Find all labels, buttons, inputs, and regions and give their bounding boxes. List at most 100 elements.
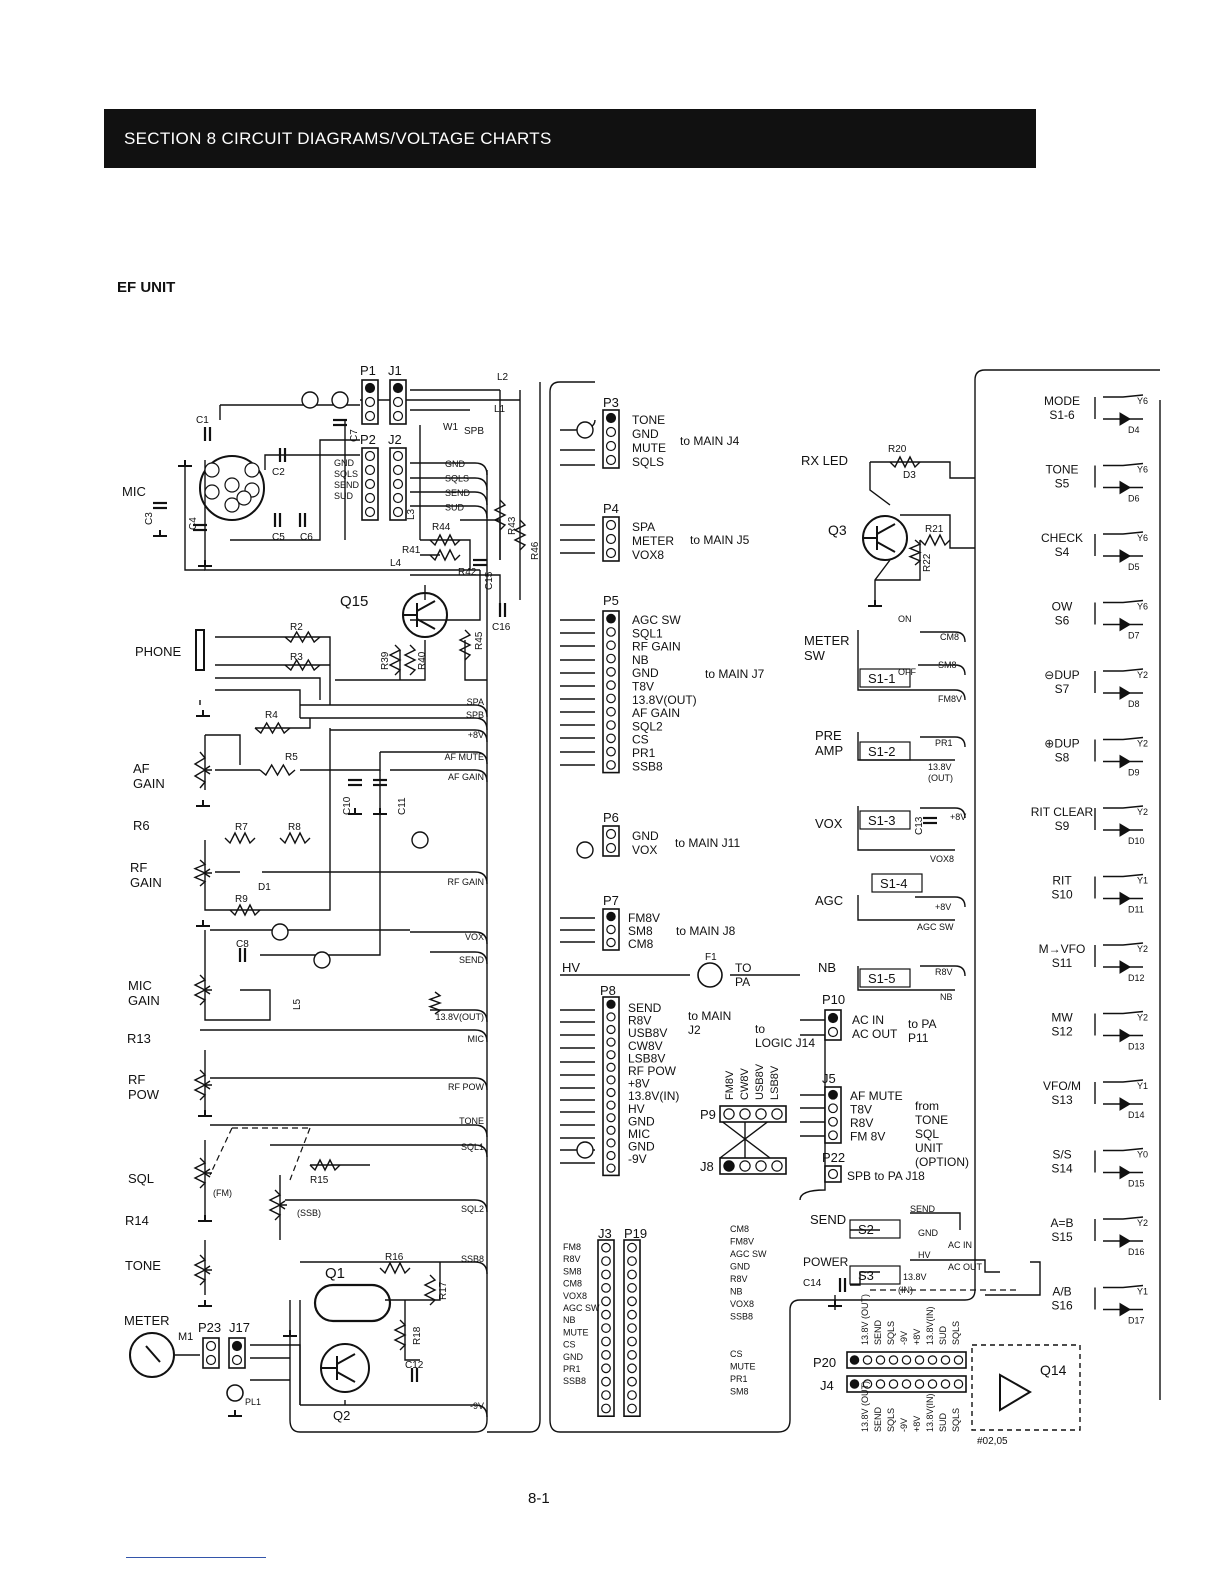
connector-pin bbox=[901, 1355, 912, 1365]
panel-switch-ref: S9 bbox=[1055, 819, 1070, 833]
diode-symbol bbox=[1119, 617, 1131, 632]
ref-c1: C1 bbox=[196, 415, 209, 426]
rf-pow-label: POW bbox=[128, 1087, 160, 1102]
diode-symbol bbox=[1119, 754, 1131, 769]
p5-pin-label: 13.8V(OUT) bbox=[632, 693, 697, 707]
j2-pin-label: SQLS bbox=[445, 474, 469, 484]
connector-pin bbox=[771, 1160, 783, 1172]
resistor-symbol bbox=[429, 533, 461, 547]
panel-switch-ref: S5 bbox=[1055, 477, 1070, 491]
switch-pin-label: CM8 bbox=[940, 632, 959, 642]
p6-pin-label: VOX bbox=[632, 843, 657, 857]
switch-pin-label: +8V bbox=[935, 902, 951, 912]
panel-switch-diode: D15 bbox=[1128, 1179, 1145, 1189]
connector-pin bbox=[849, 1355, 860, 1365]
ref-l5: L5 bbox=[292, 998, 303, 1010]
ref-c4: C4 bbox=[188, 517, 199, 530]
rf-gain-label: RF bbox=[130, 860, 147, 875]
mic-jack bbox=[199, 455, 265, 521]
diode-symbol bbox=[1119, 686, 1131, 700]
p5-pin-label: NB bbox=[632, 653, 649, 667]
switch-pin-label: NB bbox=[940, 992, 953, 1002]
resistor-symbol bbox=[423, 1274, 437, 1306]
resistor-symbol bbox=[908, 539, 922, 566]
panel-switch-name: S/S bbox=[1052, 1148, 1071, 1162]
connector-pin bbox=[601, 1336, 611, 1347]
connector-label: J2 bbox=[388, 432, 402, 447]
p4-pin-label: METER bbox=[632, 534, 674, 548]
r6-label: R6 bbox=[133, 818, 150, 833]
rf-gain-label: GAIN bbox=[130, 875, 162, 890]
panel-switch-symbol bbox=[1094, 942, 1144, 968]
switch-pin-label: GND bbox=[918, 1228, 939, 1238]
j5-pin-label: R8V bbox=[850, 1116, 873, 1130]
to-main-j5-label: to MAIN J5 bbox=[690, 533, 750, 547]
j4-pin-label: SQLS bbox=[886, 1408, 896, 1432]
bus-label: VOX bbox=[465, 932, 484, 942]
connector-pin bbox=[606, 1024, 616, 1035]
connector-pin bbox=[875, 1379, 886, 1389]
ground-symbol bbox=[196, 800, 210, 807]
resistor-symbol bbox=[193, 1254, 207, 1286]
j5-pin-label: FM 8V bbox=[850, 1130, 885, 1144]
resistor-symbol bbox=[193, 1069, 207, 1101]
connector-pin bbox=[605, 440, 617, 452]
p7-pin-label: CM8 bbox=[628, 937, 654, 951]
ground-symbol bbox=[348, 808, 362, 815]
connector-pin bbox=[755, 1108, 767, 1120]
panel-switch-line: Y6 bbox=[1137, 396, 1148, 406]
panel-switch-name: RIT bbox=[1052, 874, 1072, 888]
panel-switch-ref: S6 bbox=[1055, 614, 1070, 628]
ref-r17: R17 bbox=[438, 1281, 449, 1300]
connector-pin bbox=[606, 1037, 616, 1047]
j13-pin-label: PR1 bbox=[730, 1374, 748, 1384]
panel-switch-line: Y6 bbox=[1137, 465, 1148, 475]
spb-to-pa-label: SPB to PA J18 bbox=[847, 1169, 925, 1183]
connector-pin bbox=[605, 519, 617, 531]
p8-pin-label: +8V bbox=[628, 1077, 650, 1091]
p8-pin-label: RF POW bbox=[628, 1064, 677, 1078]
connector-pin bbox=[606, 1125, 616, 1135]
resistor-symbol bbox=[268, 1189, 282, 1221]
p10-pin-label: AC IN bbox=[852, 1013, 884, 1027]
test-point bbox=[313, 951, 331, 969]
ref-c12: C12 bbox=[405, 1360, 424, 1371]
fuse-f1 bbox=[697, 962, 723, 988]
connector-pin bbox=[606, 1113, 616, 1123]
p3-pin-label: SQLS bbox=[632, 455, 664, 469]
ref-c11: C11 bbox=[397, 797, 408, 815]
connector-pin bbox=[601, 1269, 611, 1280]
connector-pin bbox=[828, 1089, 838, 1100]
ground-symbol bbox=[198, 1110, 212, 1117]
connector-p5: P5 bbox=[602, 593, 620, 774]
ref-r45: R45 bbox=[474, 631, 485, 650]
connector-label: P10 bbox=[822, 992, 845, 1007]
connector-p3: P3 bbox=[602, 395, 620, 469]
ref-r21: R21 bbox=[925, 524, 944, 535]
switch-pin-label: (IN) bbox=[898, 1285, 913, 1295]
j3-pin-label: R8V bbox=[563, 1254, 581, 1264]
ref-c3: C3 bbox=[144, 512, 155, 525]
connector-pin bbox=[606, 1087, 616, 1098]
p2-pin-label: SUD bbox=[334, 491, 354, 501]
agc-label: AGC bbox=[815, 893, 843, 908]
front-panel-switches: MODES1-6Y6D4TONES5Y6D6CHECKS4Y6D5OWS6Y6D… bbox=[1031, 394, 1148, 1326]
panel-switch-symbol bbox=[1094, 805, 1144, 831]
connector-pin bbox=[601, 1323, 611, 1333]
panel-switch-line: Y2 bbox=[1137, 1013, 1148, 1023]
to-main-j4-label: to MAIN J4 bbox=[680, 434, 740, 448]
connector-pin bbox=[953, 1379, 964, 1389]
connector-label: P9 bbox=[700, 1107, 716, 1122]
section-title: SECTION 8 CIRCUIT DIAGRAMS/VOLTAGE CHART… bbox=[124, 129, 552, 148]
panel-switch-diode: D7 bbox=[1128, 631, 1140, 641]
ref-c13: C13 bbox=[914, 816, 925, 835]
bus-label: AF GAIN bbox=[448, 772, 484, 782]
meter-sw-label: SW bbox=[804, 648, 826, 663]
ref-l3: L3 bbox=[406, 508, 417, 520]
connector-pin bbox=[888, 1379, 899, 1389]
connector-pin bbox=[605, 547, 617, 559]
switch-frame bbox=[859, 968, 911, 988]
ref-c2: C2 bbox=[272, 467, 285, 478]
test-point bbox=[271, 923, 289, 941]
